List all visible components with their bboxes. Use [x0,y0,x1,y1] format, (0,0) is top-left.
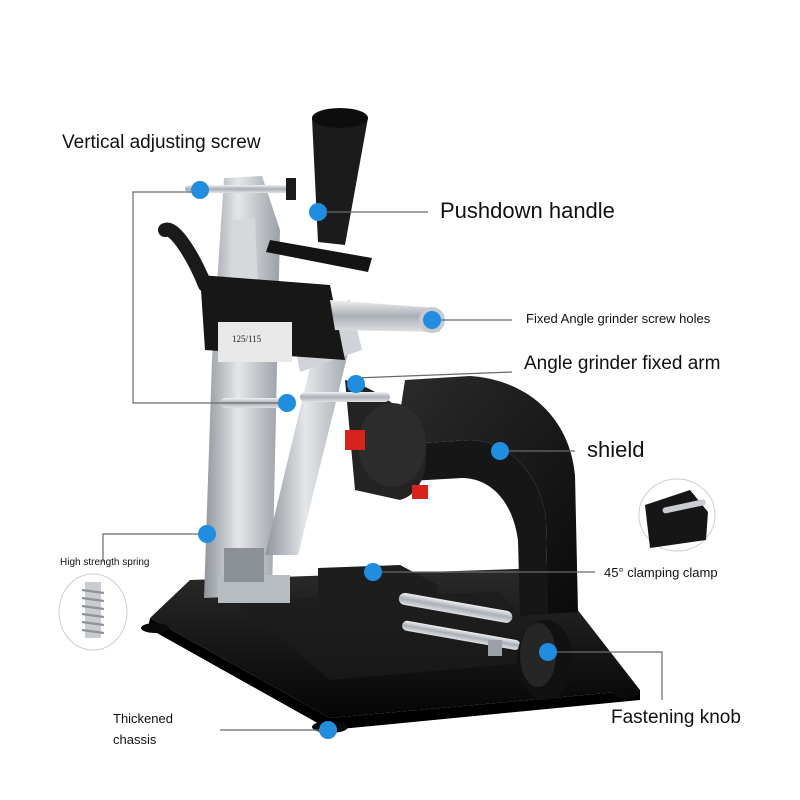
marker-chassis [319,721,337,739]
label-fixed-screw-holes: Fixed Angle grinder screw holes [526,311,711,326]
label-high-strength-spring: High strength spring [60,557,150,568]
clamp-inset-icon [638,478,716,552]
chassis-base [141,568,640,733]
label-fastening-knob: Fastening knob [611,707,741,728]
label-chassis-line2: chassis [113,732,157,747]
spring-inset-icon [58,573,128,651]
marker-clamp [364,563,382,581]
marker-vertical-screw [191,181,209,199]
size-plate-text: 125/115 [232,334,262,344]
vertical-adjusting-screw [185,178,296,200]
blade-shield [392,376,578,616]
label-shield: shield [587,437,645,462]
callout-markers [191,181,557,739]
leader-lines [102,191,663,731]
marker-screw-holes [423,311,441,329]
label-fixed-arm: Angle grinder fixed arm [524,353,721,374]
grinder-motor [158,222,428,500]
label-clamping-clamp: 45° clamping clamp [604,565,718,580]
marker-knob [539,643,557,661]
marker-pushdown-handle [309,203,327,221]
size-plate [218,322,292,362]
label-pushdown-handle: Pushdown handle [440,198,615,223]
grinder-fixed-arm [220,300,445,408]
label-vertical-adjusting-screw: Vertical adjusting screw [62,132,261,153]
marker-frame-screw [278,394,296,412]
marker-shield [491,442,509,460]
marker-spring [198,525,216,543]
label-chassis-line1: Thickened [113,711,173,726]
marker-fixed-arm [347,375,365,393]
clamping-clamp [318,565,521,656]
